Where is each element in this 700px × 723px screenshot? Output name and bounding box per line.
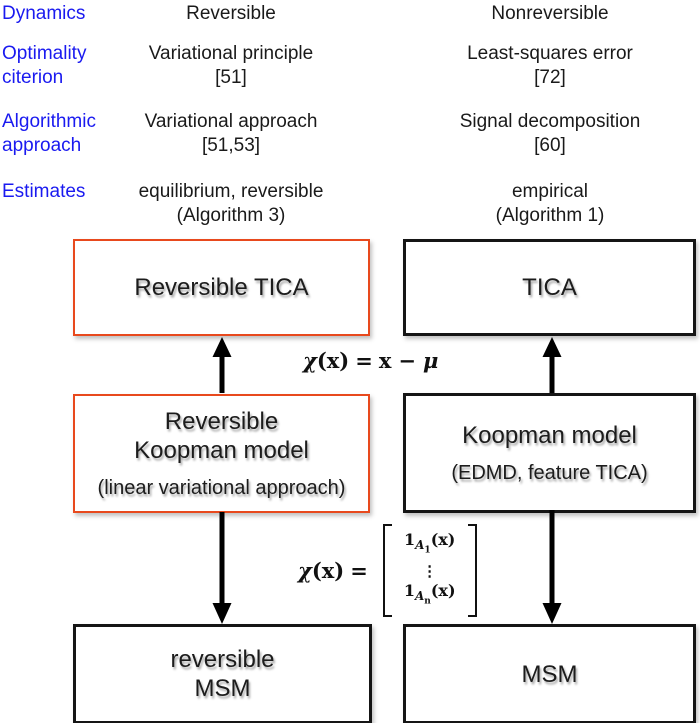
- box-reversible-koopman: Reversible Koopman model (linear variati…: [73, 394, 370, 513]
- row-label-optimality-citerion: Optimality citerion: [2, 43, 87, 88]
- row-label-algorithmic-approach: Algorithmic approach: [2, 111, 96, 156]
- box-reversible-tica: Reversible TICA: [73, 239, 370, 336]
- formula-mean-free: χ(x)=x−μ: [303, 348, 438, 373]
- set-index: n: [424, 596, 431, 607]
- box-reversible-msm: reversible MSM: [73, 624, 372, 723]
- indicator-one: 1: [403, 530, 416, 549]
- up-arrow-right: [542, 337, 562, 393]
- row-label-estimates: Estimates: [2, 181, 86, 202]
- formula-indicator: χ(x)= 1A1(x) ⋮ 1An(x): [298, 524, 477, 618]
- set-symbol: A: [415, 538, 425, 553]
- indicator-one: 1: [403, 580, 415, 600]
- mu-symbol: μ: [422, 348, 439, 373]
- box-msm: MSM: [403, 624, 696, 723]
- cell-estimates-reversible: equilibrium, reversible (Algorithm 3): [138, 181, 324, 226]
- chi-argument: (x): [316, 348, 350, 373]
- minus-sign: −: [398, 348, 416, 373]
- box-koopman-title: Koopman model: [462, 422, 637, 449]
- set-symbol: A: [414, 588, 425, 603]
- down-arrow-right: [542, 510, 562, 624]
- right-bracket: [467, 524, 477, 618]
- matrix-entries: 1A1(x) ⋮ 1An(x): [392, 524, 468, 617]
- chi-symbol: χ: [303, 348, 317, 373]
- equals-sign: =: [350, 558, 368, 584]
- cell-dynamics-reversible: Reversible: [186, 3, 276, 24]
- box-reversible-tica-title: Reversible TICA: [134, 274, 309, 301]
- chi-argument: (x): [311, 558, 345, 584]
- matrix-entry-last: 1An(x): [404, 580, 456, 613]
- cell-dynamics-nonreversible: Nonreversible: [491, 3, 609, 24]
- entry-argument: (x): [430, 530, 456, 549]
- left-bracket: [382, 524, 392, 618]
- box-koopman: Koopman model (EDMD, feature TICA): [403, 393, 696, 513]
- set-index: 1: [424, 545, 431, 556]
- box-tica-title: TICA: [522, 274, 577, 301]
- matrix-entry-first: 1A1(x): [404, 529, 455, 562]
- box-msm-title: MSM: [521, 660, 578, 688]
- down-arrow-left: [212, 512, 232, 624]
- box-koopman-subtitle: (EDMD, feature TICA): [451, 462, 648, 484]
- up-arrow-left: [212, 337, 232, 393]
- x-vector: x: [378, 348, 392, 373]
- cell-algorithmic-reversible: Variational approach [51,53]: [144, 111, 318, 156]
- equals-sign: =: [355, 348, 373, 373]
- chi-symbol: χ: [298, 558, 312, 584]
- box-reversible-koopman-subtitle: (linear variational approach): [97, 477, 346, 499]
- entry-argument: (x): [430, 580, 456, 600]
- row-label-dynamics: Dynamics: [2, 3, 86, 24]
- box-reversible-koopman-title: Reversible Koopman model: [134, 408, 309, 464]
- vertical-dots: ⋮: [422, 561, 438, 580]
- box-reversible-msm-title: reversible MSM: [170, 646, 275, 702]
- cell-optimality-reversible: Variational principle [51]: [148, 43, 314, 88]
- cell-estimates-nonreversible: empirical (Algorithm 1): [495, 181, 605, 226]
- indicator-matrix: 1A1(x) ⋮ 1An(x): [382, 524, 477, 618]
- box-tica: TICA: [403, 239, 696, 336]
- cell-optimality-nonreversible: Least-squares error [72]: [467, 43, 633, 88]
- cell-algorithmic-nonreversible: Signal decomposition [60]: [459, 111, 641, 156]
